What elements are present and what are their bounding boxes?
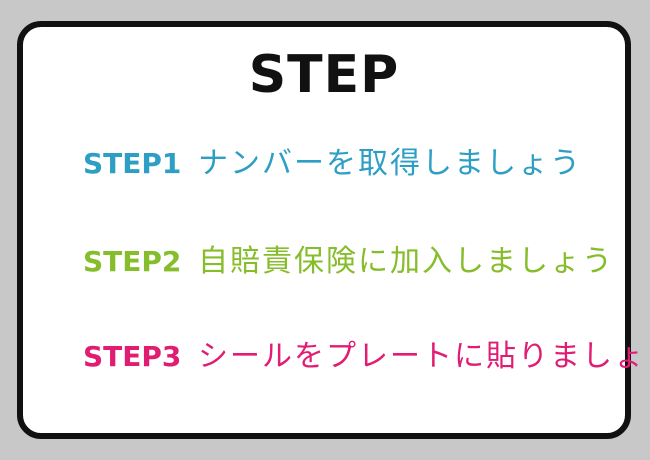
step-2-label: STEP2 [83,245,182,278]
step-card: STEP STEP1 ナンバーを取得しましょう STEP2 自賠責保険に加入しま… [17,21,650,439]
step-3-label: STEP3 [83,340,182,373]
step-row-1: STEP1 ナンバーを取得しましょう [83,149,582,179]
step-1-label: STEP1 [83,147,182,180]
page-title: STEP [248,45,400,105]
step-3-text: シールをプレートに貼りましょう [198,339,650,374]
step-row-2: STEP2 自賠責保険に加入しましょう [83,247,614,277]
step-row-3: STEP3 シールをプレートに貼りましょう [83,342,650,372]
step-2-text: 自賠責保険に加入しましょう [198,244,614,279]
step-1-text: ナンバーを取得しましょう [198,146,582,181]
